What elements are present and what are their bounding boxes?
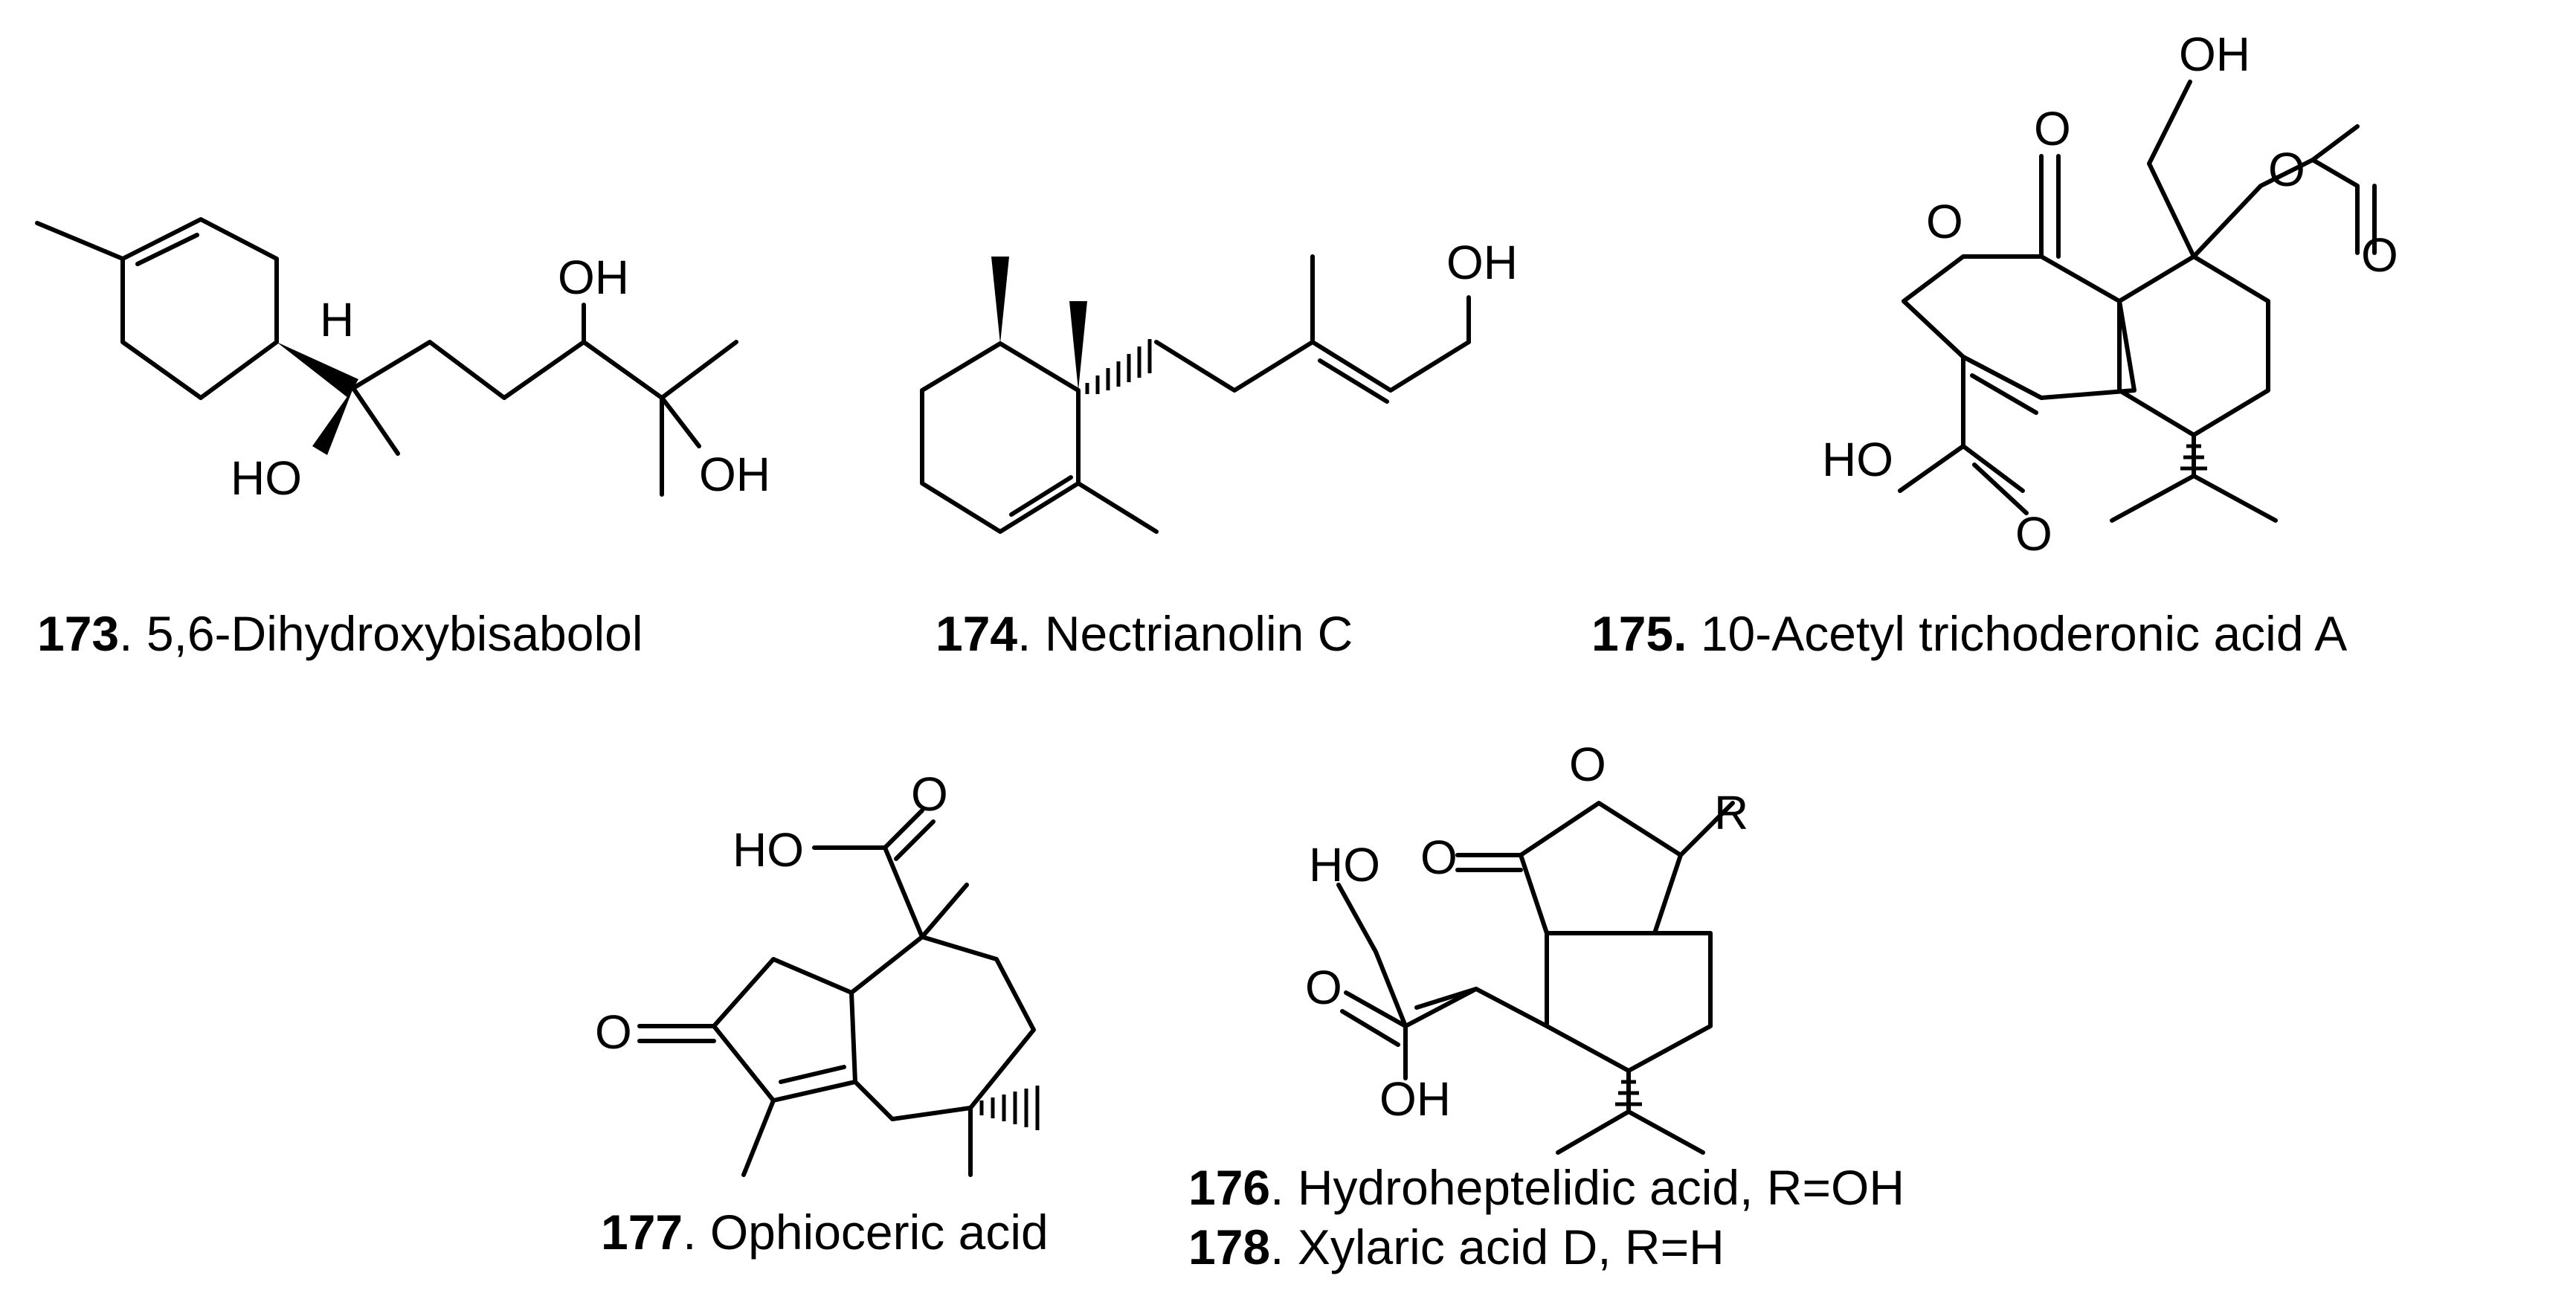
atom-label: HO (732, 823, 804, 877)
atom-label: HO (231, 451, 302, 505)
atom-label: O (595, 1005, 632, 1059)
caption-178: 178. Xylaric acid D, R=H (1188, 1219, 1725, 1274)
caption-174: 174. Nectrianolin C (936, 606, 1353, 661)
atom-label: O (1569, 738, 1606, 791)
compound-name: 5,6-Dihydroxybisabolol (146, 606, 643, 661)
structure-177 (637, 808, 1036, 1177)
atom-label: OH (1446, 236, 1518, 289)
hashed-bond-177 (979, 1086, 1040, 1130)
compound-number: 174 (936, 606, 1017, 661)
caption-175: 175. 10-Acetyl trichoderonic acid A (1591, 606, 2347, 661)
atom-label: R (1714, 786, 1748, 839)
hashed-bond-176 (1615, 1080, 1642, 1106)
compound-number: 177 (601, 1205, 683, 1260)
atom-label: O (2034, 102, 2071, 155)
caption-separator: . (683, 1205, 710, 1260)
caption-177: 177. Ophioceric acid (601, 1205, 1049, 1260)
compound-number: 176 (1188, 1160, 1270, 1215)
compound-number: 178 (1188, 1219, 1270, 1274)
caption-176: 176. Hydroheptelidic acid, R=OH (1188, 1160, 1904, 1215)
compound-name: Hydroheptelidic acid, R=OH (1298, 1160, 1904, 1215)
structure-176-178 (1336, 801, 1735, 1155)
atom-label: O (1305, 961, 1342, 1014)
compound-name: 10-Acetyl trichoderonic acid A (1701, 606, 2347, 661)
structure-173 (35, 217, 738, 497)
atom-label: HO (1309, 838, 1380, 892)
atom-label: O (911, 767, 948, 821)
compound-number: 173 (37, 606, 119, 661)
hashed-bond-175 (2180, 444, 2207, 471)
hashed-bond-174 (1085, 339, 1152, 394)
caption-separator: . (1270, 1160, 1298, 1215)
caption-separator: . (1270, 1219, 1298, 1274)
caption-separator (1687, 606, 1700, 661)
atom-label: O (1926, 195, 1963, 248)
atom-label: OH (699, 448, 770, 501)
structure-175 (1898, 80, 2377, 523)
compound-name: Xylaric acid D, R=H (1298, 1219, 1725, 1274)
atom-label: OH (1379, 1072, 1451, 1126)
atom-label: O (2361, 228, 2398, 282)
caption-173: 173. 5,6-Dihydroxybisabolol (37, 606, 643, 661)
atom-label: O (2015, 507, 2052, 561)
compound-name: Ophioceric acid (710, 1205, 1049, 1260)
structure-174 (920, 254, 1471, 534)
compound-number: 175. (1591, 606, 1687, 661)
atom-label: O (2268, 143, 2305, 196)
compound-name: Nectrianolin C (1045, 606, 1353, 661)
atom-label: OH (2179, 28, 2250, 81)
atom-label: OH (558, 251, 629, 304)
atom-label: H (320, 293, 354, 346)
caption-separator: . (1017, 606, 1045, 661)
atom-label: HO (1822, 433, 1893, 486)
caption-separator: . (119, 606, 146, 661)
atom-label: O (1420, 831, 1458, 884)
